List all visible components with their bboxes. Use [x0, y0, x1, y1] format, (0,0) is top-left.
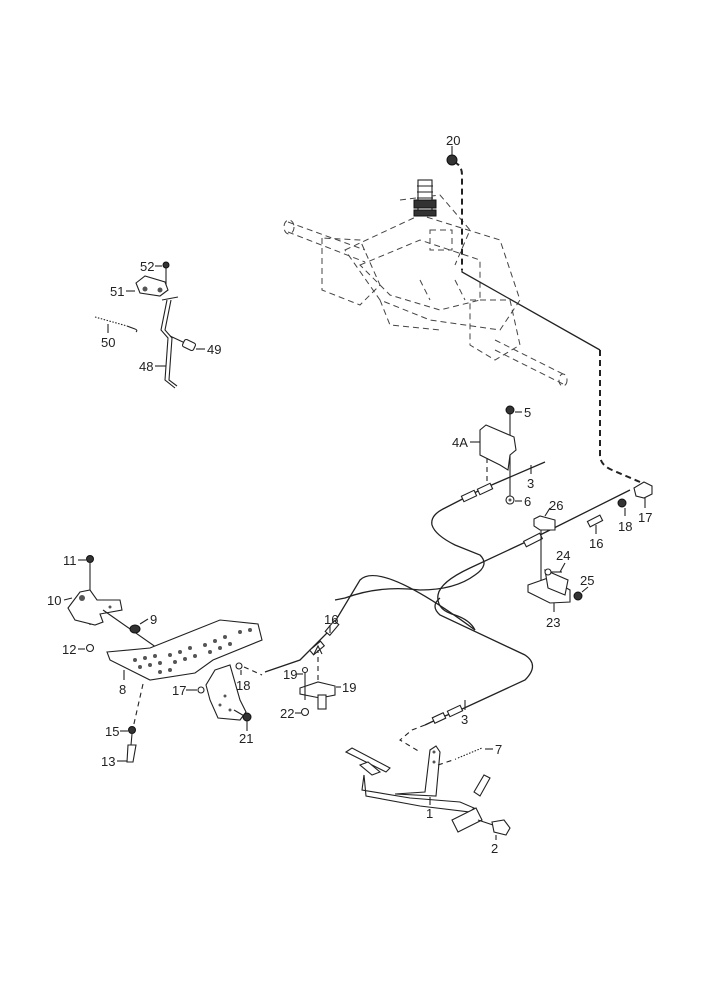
callout-19-bottom: 21 [239, 731, 253, 746]
callout-3-upper: 3 [527, 476, 534, 491]
cable-clamp-assembly: 16 19 19 22 [280, 612, 356, 721]
callout-12: 12 [62, 642, 76, 657]
callout-4a: 4A [452, 435, 468, 450]
callout-48: 48 [139, 359, 153, 374]
callout-20: 19 [342, 680, 356, 695]
callout-7: 7 [495, 742, 502, 757]
cable-3-lower-label: 3 [461, 700, 468, 727]
transmission-spring [413, 179, 437, 217]
cable-fittings [308, 482, 604, 724]
callout-17-bottom: 17 [172, 683, 186, 698]
callout-5: 5 [524, 405, 531, 420]
bracket-23-assembly: 26 24 25 23 [527, 498, 594, 630]
bracket-4a-assembly: 5 4A 6 3 [452, 405, 534, 509]
callout-25: 25 [580, 573, 594, 588]
transmission-ghost [283, 194, 568, 387]
callout-1: 1 [426, 806, 433, 821]
footrest-holes [133, 628, 252, 674]
callout-8: 8 [119, 682, 126, 697]
callout-19-top: 20 [446, 133, 460, 148]
callout-16-bottom: 16 [324, 612, 338, 627]
callout-18-bottom: 18 [236, 678, 250, 693]
callout-9: 9 [150, 612, 157, 627]
footrest-assembly: 11 10 12 9 8 [47, 553, 263, 769]
callout-24: 24 [556, 548, 570, 563]
callout-26: 26 [549, 498, 563, 513]
callout-17-top: 17 [638, 510, 652, 525]
callout-13: 13 [101, 754, 115, 769]
callout-21: 19 [283, 667, 297, 682]
control-rod-assembly: 52 51 50 48 49 [94, 259, 221, 389]
cable-routing [264, 161, 641, 753]
cable-end-assembly: 17 18 16 [589, 481, 653, 551]
pedal-assembly: 2 1 7 [344, 742, 511, 856]
callout-50: 50 [101, 335, 115, 350]
callout-2: 2 [491, 841, 498, 856]
callout-11: 11 [63, 553, 77, 568]
callout-22: 22 [280, 706, 294, 721]
callout-15: 15 [105, 724, 119, 739]
callout-18-top: 18 [618, 519, 632, 534]
callout-52: 52 [140, 259, 154, 274]
callout-16-top: 16 [589, 536, 603, 551]
nut-19-top: 20 [446, 133, 460, 166]
callout-51: 51 [110, 284, 124, 299]
callout-6: 6 [524, 494, 531, 509]
callout-10: 10 [47, 593, 61, 608]
linkage-dashed [453, 161, 463, 270]
callout-49: 49 [207, 342, 221, 357]
callout-23: 23 [546, 615, 560, 630]
callout-3-lower: 3 [461, 712, 468, 727]
